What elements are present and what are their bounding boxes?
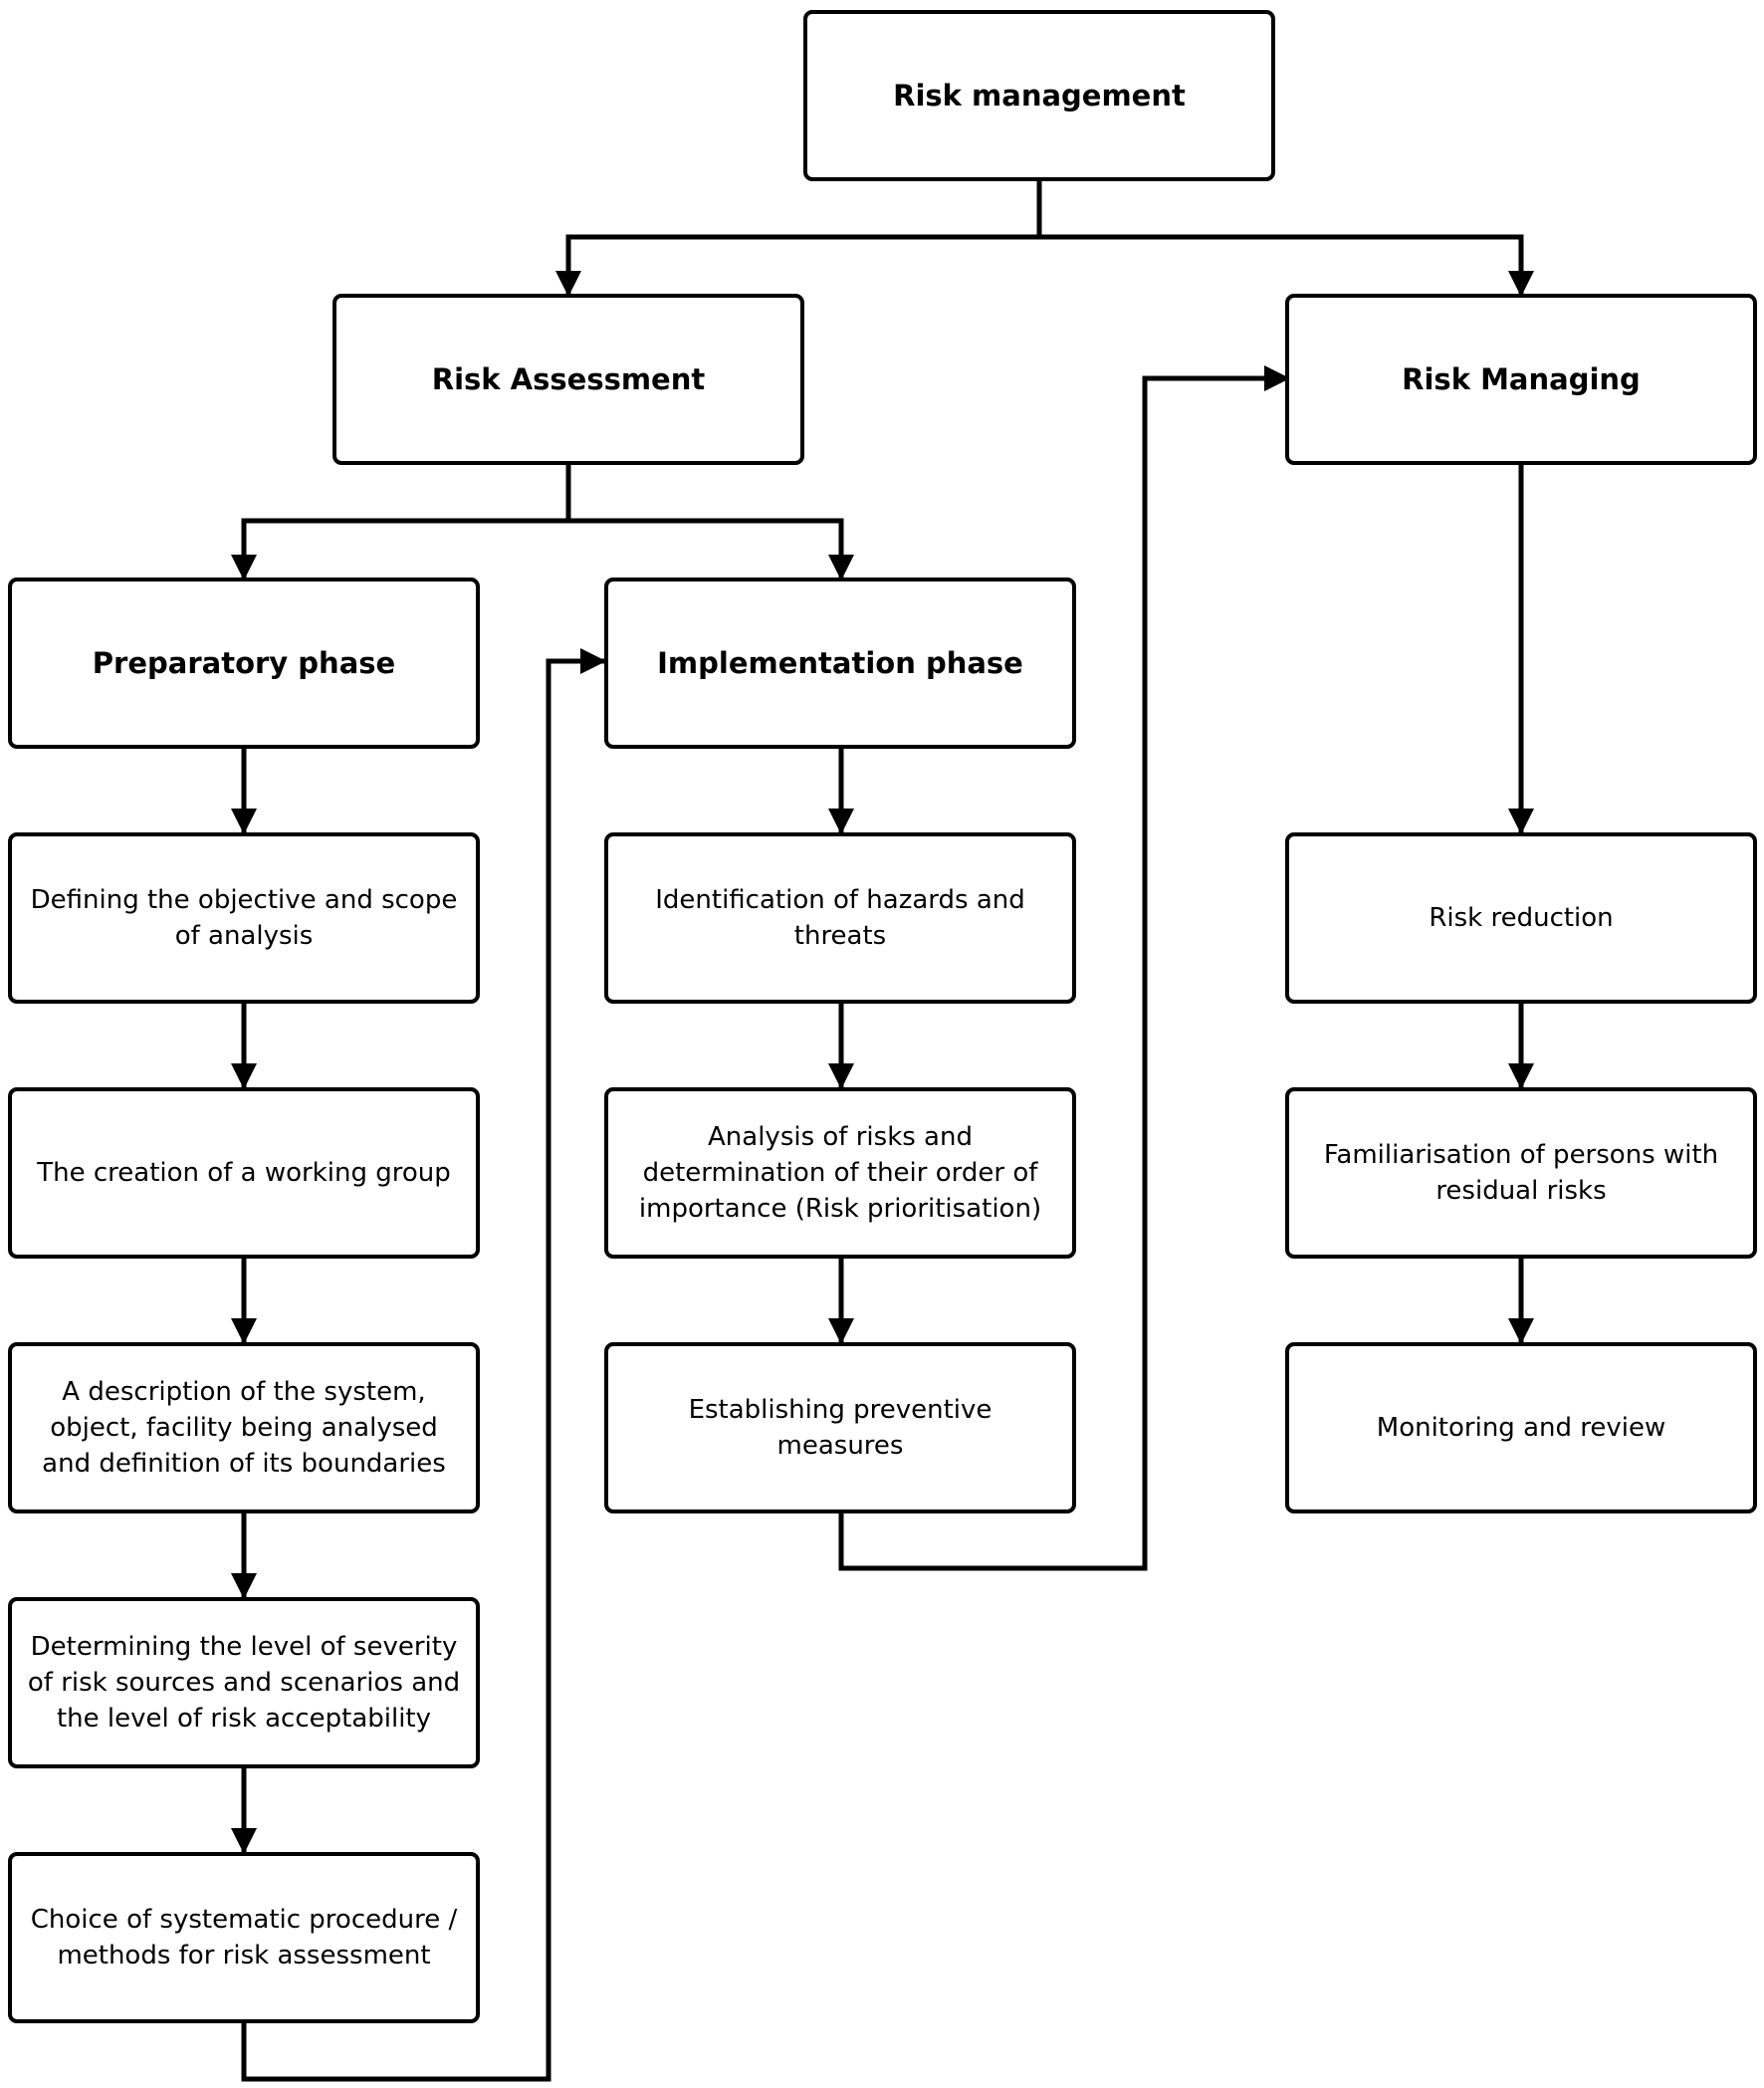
node-implementation-phase: Implementation phase (604, 578, 1076, 749)
node-impl-step-3-label: Establishing preventive measures (688, 1395, 992, 1461)
connector-risk-assessment-to-preparatory-phase (231, 463, 571, 580)
node-manage-step-1-label: Risk reduction (1429, 903, 1614, 933)
node-risk-management-label: Risk management (893, 79, 1186, 113)
node-manage-step-3-label: Monitoring and review (1376, 1413, 1666, 1443)
node-impl-step-3: Establishing preventive measures (604, 1342, 1076, 1513)
node-implementation-phase-label: Implementation phase (657, 646, 1023, 680)
node-manage-step-1: Risk reduction (1285, 832, 1757, 1004)
node-risk-assessment-label: Risk Assessment (431, 362, 706, 396)
node-prep-step-2: The creation of a working group (8, 1087, 480, 1259)
node-impl-step-1: Identification of hazards and threats (604, 832, 1076, 1004)
node-preparatory-phase-label: Preparatory phase (92, 646, 396, 680)
node-manage-step-3: Monitoring and review (1285, 1342, 1757, 1513)
node-impl-step-2-label: Analysis of risks and determination of t… (638, 1122, 1042, 1224)
node-prep-step-2-label: The creation of a working group (37, 1158, 451, 1188)
connector-risk-management-to-risk-managing (1039, 234, 1534, 297)
node-prep-step-3: A description of the system, object, fac… (8, 1342, 480, 1513)
node-risk-managing: Risk Managing (1285, 294, 1757, 465)
node-prep-step-5-label: Choice of systematic procedure / methods… (30, 1905, 458, 1971)
node-impl-step-2: Analysis of risks and determination of t… (604, 1087, 1076, 1259)
node-risk-managing-label: Risk Managing (1402, 362, 1641, 396)
node-preparatory-phase: Preparatory phase (8, 578, 480, 749)
connector-risk-assessment-to-implementation-phase (568, 518, 854, 580)
node-prep-step-1-label: Defining the objective and scope of anal… (30, 885, 458, 951)
node-manage-step-2-label: Familiarisation of persons with residual… (1323, 1140, 1719, 1206)
node-prep-step-3-label: A description of the system, object, fac… (42, 1377, 446, 1479)
node-prep-step-1: Defining the objective and scope of anal… (8, 832, 480, 1004)
node-manage-step-2: Familiarisation of persons with residual… (1285, 1087, 1757, 1259)
connector-risk-management-to-risk-assessment (555, 179, 1042, 297)
node-impl-step-1-label: Identification of hazards and threats (655, 885, 1025, 951)
node-prep-step-4-label: Determining the level of severity of ris… (27, 1632, 461, 1734)
node-prep-step-5: Choice of systematic procedure / methods… (8, 1852, 480, 2023)
node-risk-management: Risk management (803, 10, 1275, 181)
node-risk-assessment: Risk Assessment (332, 294, 804, 465)
connector-prep-step-5-to-implementation-phase (241, 648, 606, 2082)
connector-impl-step-3-to-risk-managing (838, 365, 1290, 1571)
node-prep-step-4: Determining the level of severity of ris… (8, 1597, 480, 1768)
